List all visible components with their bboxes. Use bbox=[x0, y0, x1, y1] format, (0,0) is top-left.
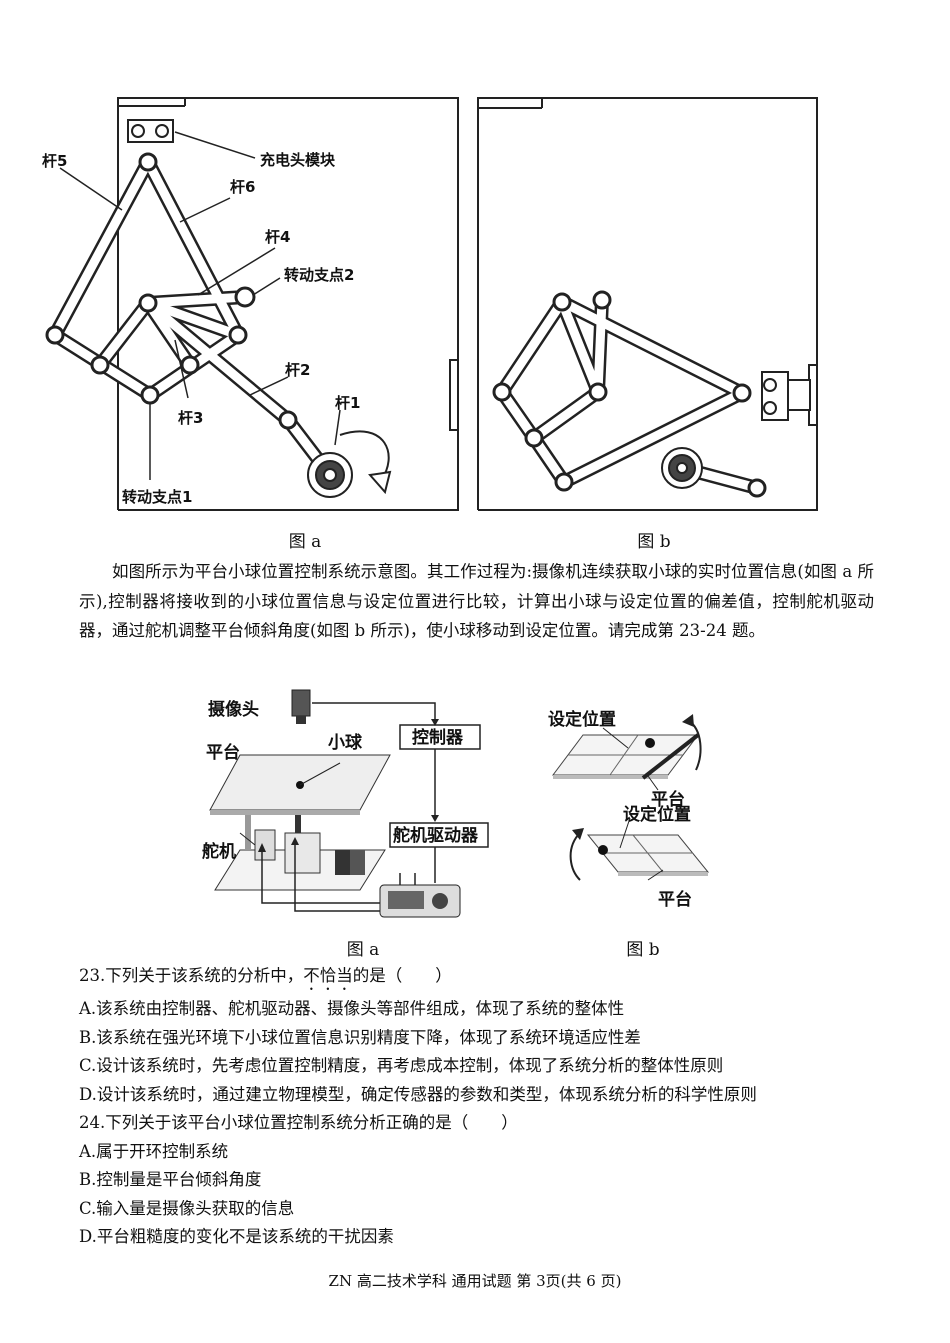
label-rod4: 杆4 bbox=[265, 228, 290, 246]
controller-box bbox=[399, 724, 481, 750]
q24-option-a[interactable]: A.属于开环控制系统 bbox=[79, 1142, 229, 1161]
ball-upper bbox=[645, 738, 655, 748]
label-set-upper: 设定位置 bbox=[548, 709, 616, 730]
servo-right bbox=[284, 832, 321, 874]
label-platform-lower: 平台 bbox=[658, 889, 692, 910]
q23-stem-post: 的是（ ） bbox=[352, 966, 452, 985]
camera bbox=[291, 689, 311, 717]
q23-option-b[interactable]: B.该系统在强光环境下小球位置信息识别精度下降，体现了系统环境适应性差 bbox=[79, 1028, 641, 1047]
q24-stem: 24.下列关于该平台小球位置控制系统分析正确的是（ ） bbox=[79, 1113, 518, 1132]
q23-stem-pre: 23.下列关于该系统的分析中， bbox=[79, 966, 304, 985]
wall-frame bbox=[477, 97, 818, 511]
joints bbox=[492, 290, 767, 498]
label-controller: 控制器 bbox=[412, 727, 464, 748]
label-servo: 舵机 bbox=[202, 841, 236, 862]
charger-module bbox=[127, 119, 174, 143]
q24-option-c[interactable]: C.输入量是摄像头获取的信息 bbox=[79, 1199, 295, 1218]
label-platform-upper: 平台 bbox=[651, 789, 685, 810]
page-footer: ZN 高二技术学科 通用试题 第 3页(共 6 页) bbox=[328, 1272, 622, 1290]
label-rod2: 杆2 bbox=[285, 361, 310, 379]
q23-option-d[interactable]: D.设计该系统时，通过建立物理模型，确定传感器的参数和类型，体现系统分析的科学性… bbox=[79, 1085, 757, 1104]
label-rod5: 杆5 bbox=[42, 152, 67, 170]
ball-lower bbox=[598, 845, 608, 855]
charger-module bbox=[761, 371, 811, 421]
tilt-arrow-lower bbox=[569, 834, 581, 881]
caption-mid-a: 图 a bbox=[346, 940, 380, 960]
figure-mid-a: 摄像头 控制器 平台 小球 舵机 舵机驱动器 bbox=[202, 689, 489, 918]
figure-top-a: 杆5 充电头模块 杆6 杆4 转动支点2 杆2 杆1 杆3 转动支点1 bbox=[42, 97, 459, 511]
q23-option-c[interactable]: C.设计该系统时，先考虑位置控制精度，再考虑成本控制，体现了系统分析的整体性原则 bbox=[79, 1056, 724, 1075]
label-rod6: 杆6 bbox=[230, 178, 255, 196]
label-driver: 舵机驱动器 bbox=[393, 825, 479, 846]
q24-option-d[interactable]: D.平台粗糙度的变化不是该系统的干扰因素 bbox=[79, 1227, 394, 1246]
crank-wheel bbox=[661, 447, 703, 489]
joints bbox=[45, 152, 298, 430]
label-ball: 小球 bbox=[328, 733, 363, 753]
q23-option-a[interactable]: A.该系统由控制器、舵机驱动器、摄像头等部件组成，体现了系统的整体性 bbox=[79, 999, 625, 1018]
caption-top-a: 图 a bbox=[288, 532, 322, 552]
label-pivot2: 转动支点2 bbox=[284, 266, 354, 284]
label-camera: 摄像头 bbox=[208, 699, 259, 720]
label-rod1: 杆1 bbox=[335, 394, 360, 412]
caption-mid-b: 图 b bbox=[626, 940, 660, 960]
intro-paragraph: 如图所示为平台小球位置控制系统示意图。其工作过程为:摄像机连续获取小球的实时位置… bbox=[79, 557, 874, 646]
q23-stem: 23.下列关于该系统的分析中，不恰当的是（ ） bbox=[79, 962, 452, 994]
caption-top-b: 图 b bbox=[637, 532, 671, 552]
q24-option-b[interactable]: B.控制量是平台倾斜角度 bbox=[79, 1170, 262, 1189]
figure-mid-b: 设定位置 平台 设定位置 平台 bbox=[548, 709, 710, 910]
label-pivot1: 转动支点1 bbox=[122, 488, 192, 506]
wall-frame bbox=[117, 97, 459, 511]
label-platform: 平台 bbox=[206, 742, 240, 763]
driver-box bbox=[389, 822, 489, 848]
leader-lines bbox=[59, 131, 341, 480]
figure-top-b bbox=[477, 97, 818, 511]
label-set-lower: 设定位置 bbox=[623, 804, 691, 825]
rotation-arrowhead bbox=[368, 470, 392, 495]
label-charger: 充电头模块 bbox=[260, 151, 336, 169]
intro-text: 如图所示为平台小球位置控制系统示意图。其工作过程为:摄像机连续获取小球的实时位置… bbox=[79, 562, 874, 640]
q23-stem-emphasis: 不恰当 bbox=[303, 966, 353, 985]
servo-left bbox=[254, 829, 276, 861]
rod1-crank bbox=[307, 452, 353, 498]
label-rod3: 杆3 bbox=[178, 409, 203, 427]
